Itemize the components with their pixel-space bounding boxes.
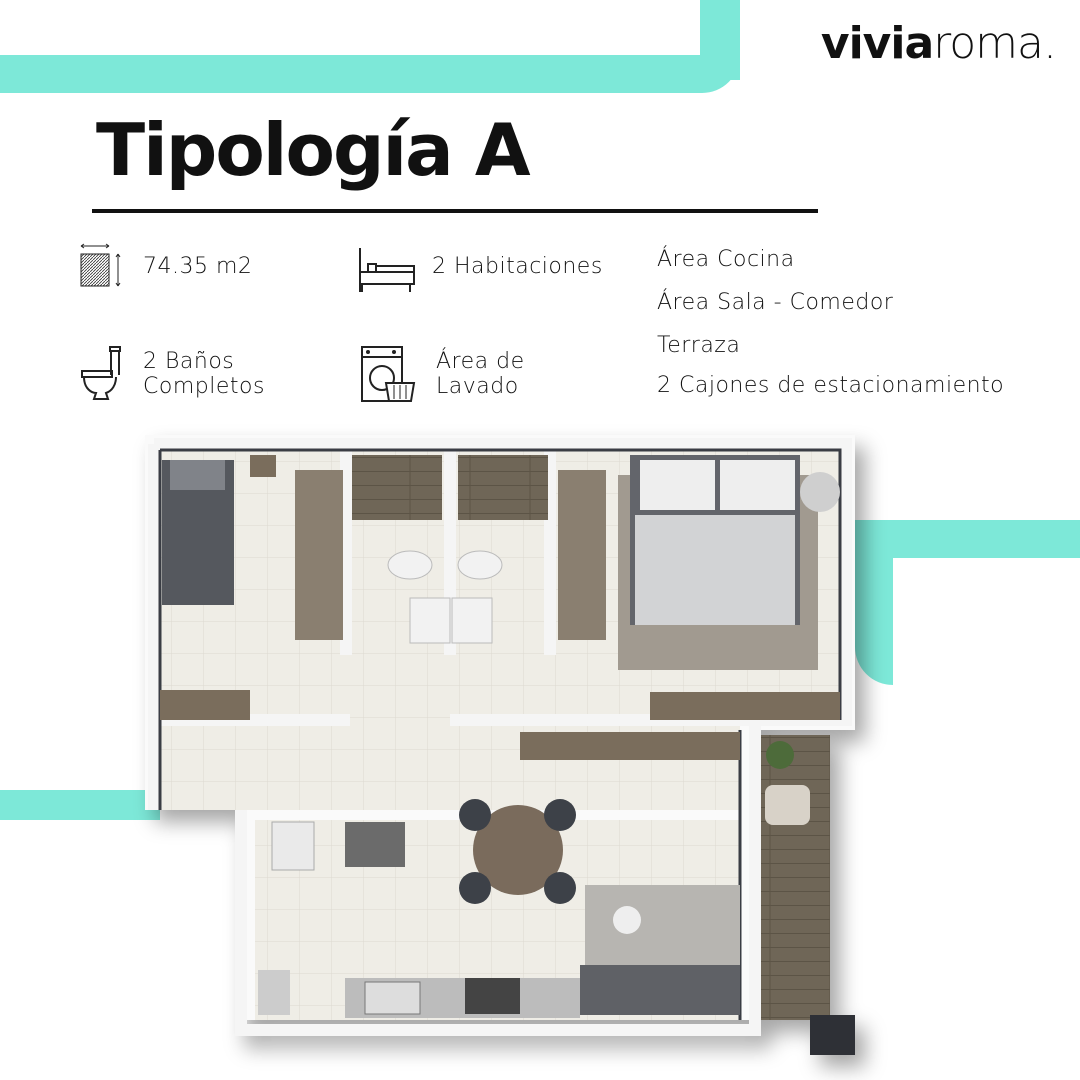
toilet-icon [81,346,121,400]
feature-laundry-line2: Lavado [436,374,519,399]
bed-icon [359,248,415,292]
band-cutout [640,0,700,55]
page-title: Tipología A [96,108,531,192]
title-divider [92,209,818,213]
accent-band-left [0,790,160,820]
feature-laundry-line1: Área de [436,349,525,374]
accent-band-top [0,55,740,93]
floor-plan-image [145,435,855,1055]
feature-area: 74.35 m2 [143,254,253,279]
amenity-item: Terraza [657,333,741,358]
amenity-item: Área Sala - Comedor [657,290,894,315]
area-icon [80,243,121,287]
washing-machine-icon [361,346,416,402]
feature-bathrooms-line2: Completos [143,374,265,399]
amenity-item: Área Cocina [657,247,795,272]
brand-logo: viviaroma. [820,18,1057,69]
feature-bedrooms: 2 Habitaciones [432,254,603,279]
accent-band-right-vertical [855,520,893,685]
feature-bathrooms-line1: 2 Baños [143,349,235,374]
amenity-item: 2 Cajones de estacionamiento [657,373,1005,398]
accent-band-top-vertical [700,0,740,80]
